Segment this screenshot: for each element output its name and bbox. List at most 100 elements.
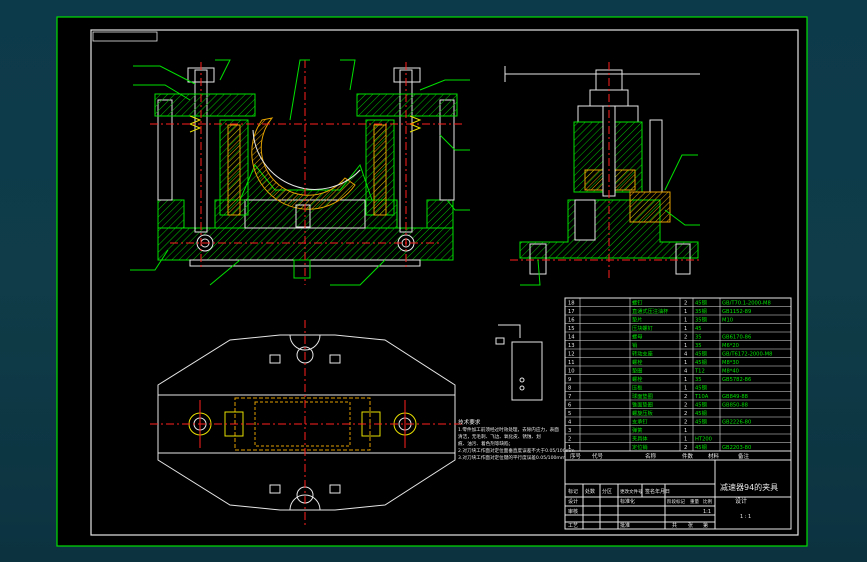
part-code: GB2203-80 <box>722 445 751 451</box>
tech-requirements: 技术要求 1.零件加工前须经过时效处理，去除内应力，表面 清洁，无毛刺、飞边、氧… <box>458 418 575 461</box>
part-qty: 4 <box>684 369 688 375</box>
part-name: 定位销 <box>632 443 648 451</box>
part-material: HT200 <box>695 437 712 443</box>
part-name: 螺旋压板 <box>632 409 654 417</box>
part-no: 7 <box>568 394 571 400</box>
part-qty: 2 <box>684 445 687 451</box>
drawing-title: 减速器94的夹具 <box>720 482 778 492</box>
sign-process: 工艺 <box>568 523 578 529</box>
part-material: 35钢 <box>695 316 707 324</box>
part-material: 45钢 <box>695 409 707 417</box>
sign-signature: 签名 <box>645 488 655 495</box>
sign-sheet-no: 第 <box>703 522 708 529</box>
part-code: GB850-88 <box>722 403 748 409</box>
front-section-view <box>130 59 470 286</box>
sign-count: 处数 <box>585 488 595 495</box>
part-name: 螺栓 <box>632 358 643 366</box>
part-qty: 1 <box>684 318 687 324</box>
part-qty: 1 <box>684 377 687 383</box>
part-qty: 1 <box>684 386 687 392</box>
part-name: 球面垫圈 <box>632 392 653 400</box>
part-code: GB2226-80 <box>722 420 751 426</box>
tech-line-5: 3.对刀块工作面对定位键的平行度误差0.05/100mm <box>458 454 566 461</box>
part-material: 35 <box>695 343 702 349</box>
title-block: 标记 处数 分区 更改文件号 签名 年月日 设计 标准化 阶段标记 重量 比例 … <box>564 459 792 530</box>
sign-date: 年月日 <box>655 488 670 495</box>
sign-total: 共 <box>672 522 677 529</box>
part-no: 11 <box>568 360 575 366</box>
part-no: 9 <box>568 377 571 383</box>
part-no: 17 <box>568 309 575 315</box>
part-name: 弹簧 <box>632 426 642 434</box>
part-qty: 2 <box>684 403 687 409</box>
part-code: GB5782-86 <box>722 377 751 383</box>
part-material: 35 <box>695 335 702 341</box>
part-code: M10 <box>722 318 733 324</box>
header-name: 名称 <box>645 452 657 460</box>
part-qty: 1 <box>684 360 687 366</box>
part-material: 45钢 <box>695 299 707 307</box>
part-name: 支承钉 <box>632 418 648 426</box>
part-name: 螺钉 <box>632 299 642 307</box>
part-qty: 4 <box>684 352 688 358</box>
part-name: 垫圈 <box>632 367 642 375</box>
part-name: 压块螺钉 <box>632 324 653 332</box>
part-qty: 1 <box>684 309 687 315</box>
part-qty: 1 <box>684 326 687 332</box>
part-material: 45钢 <box>695 401 707 409</box>
tech-line-4: 2.对刀块工作面对定位面垂直度误差不大于0.05/100mm <box>458 447 575 454</box>
part-name: 夹具体 <box>632 435 648 443</box>
tech-line-3: 痕、油污、着色剂等缺陷； <box>458 440 513 447</box>
part-no: 2 <box>568 437 571 443</box>
part-material: 45钢 <box>695 443 707 451</box>
part-code: GB/T70.1-2000-M8 <box>722 301 771 307</box>
part-no: 1 <box>568 445 571 451</box>
sign-design: 设计 <box>568 498 578 505</box>
sign-stage: 阶段标记 <box>667 498 685 505</box>
part-code: M8*40 <box>722 369 739 375</box>
inner-frame <box>90 29 799 536</box>
part-qty: 2 <box>684 420 687 426</box>
part-code: M6*20 <box>722 343 739 349</box>
part-name: 螺母 <box>632 333 642 341</box>
part-material: 35钢 <box>695 307 707 315</box>
part-no: 10 <box>568 369 575 375</box>
tech-line-2: 清洁，无毛刺、飞边、氧化皮、锈蚀、划 <box>458 433 541 440</box>
header-qty: 件数 <box>682 452 694 460</box>
part-no: 5 <box>568 411 571 417</box>
detail-view <box>495 324 543 401</box>
tech-heading: 技术要求 <box>458 418 481 426</box>
part-material: 35 <box>695 377 702 383</box>
part-no: 13 <box>568 343 575 349</box>
sign-review: 审核 <box>568 508 578 515</box>
sign-approve: 批准 <box>620 522 630 529</box>
part-code: GB1152-89 <box>722 309 751 315</box>
top-view <box>150 320 462 525</box>
part-qty: 2 <box>684 301 687 307</box>
sign-sheets: 张 <box>688 522 693 529</box>
sheet-ratio: 1 : 1 <box>740 514 751 520</box>
drawing-subtitle: 设计 <box>735 497 747 505</box>
part-name: 螺栓 <box>632 375 643 383</box>
side-view <box>504 62 700 286</box>
part-name: 垫片 <box>632 316 642 324</box>
sign-weight: 重量 <box>690 498 699 505</box>
part-material: T10A <box>694 394 709 400</box>
part-code: GB/T6172-2000-M8 <box>722 352 772 358</box>
header-code: 代号 <box>592 452 604 460</box>
part-no: 6 <box>568 403 571 409</box>
part-material: 45钢 <box>695 384 707 392</box>
part-qty: 2 <box>684 394 687 400</box>
part-qty: 2 <box>684 335 687 341</box>
part-name: 销 <box>632 341 637 349</box>
part-qty: 1 <box>684 343 687 349</box>
part-qty: 1 <box>684 428 687 434</box>
part-material: 45钢 <box>695 358 707 366</box>
sign-scale: 比例 <box>703 498 712 505</box>
scale-value: 1:1 <box>703 509 711 515</box>
header-note: 备注 <box>738 452 750 460</box>
part-name: 锥面垫圈 <box>632 401 653 409</box>
